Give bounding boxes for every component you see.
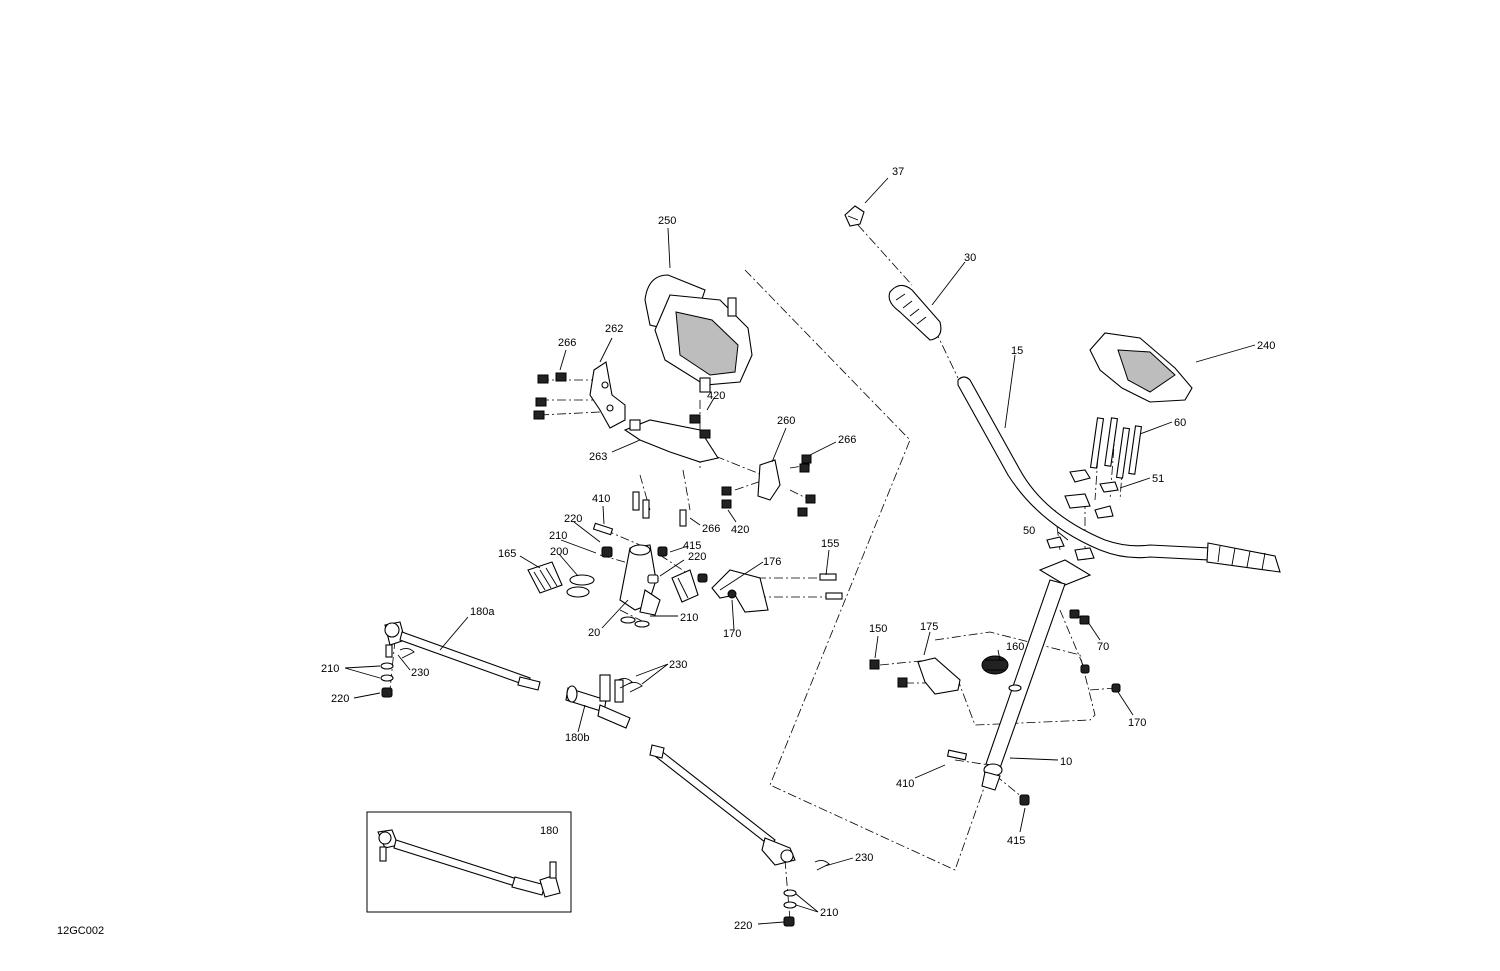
part-column-bracket [869, 657, 961, 695]
callout-30: 30 [964, 252, 976, 264]
callout-230-left: 230 [411, 667, 429, 679]
part-pitman-arm [619, 544, 661, 616]
callout-180: 180 [540, 825, 558, 837]
callout-210-upper: 210 [549, 530, 567, 542]
callout-220-bottom: 220 [734, 920, 752, 932]
callout-150: 150 [869, 623, 887, 635]
callout-420-bottom: 420 [731, 524, 749, 536]
callout-263: 263 [589, 451, 607, 463]
callout-262: 262 [605, 323, 623, 335]
callout-210-middle: 210 [680, 612, 698, 624]
part-cotter-pins [399, 647, 830, 871]
callout-70: 70 [1097, 641, 1109, 653]
callout-labels: 37 30 15 240 60 51 50 70 170 10 410 415 … [57, 166, 1275, 937]
callout-266-right: 266 [838, 434, 856, 446]
callout-220-upper: 220 [564, 513, 582, 525]
callout-176: 176 [763, 556, 781, 568]
assembly-outline-column-bracket [934, 631, 1096, 726]
callout-51: 51 [1152, 473, 1164, 485]
callout-420-top: 420 [707, 390, 725, 402]
part-grip-end-cap [844, 205, 865, 227]
callout-415-right: 415 [1007, 835, 1025, 847]
callout-250: 250 [658, 215, 676, 227]
part-handlebar [957, 376, 1281, 573]
part-tie-rod-180b [565, 674, 797, 927]
callout-180b: 180b [565, 732, 589, 744]
callout-200: 200 [550, 546, 568, 558]
part-bushing-165 [527, 561, 563, 594]
callout-20: 20 [588, 627, 600, 639]
part-bushing-right [671, 569, 699, 603]
callout-10: 10 [1060, 756, 1072, 768]
callout-175: 175 [920, 621, 938, 633]
callout-160: 160 [1006, 641, 1024, 653]
callout-220-left: 220 [331, 693, 349, 705]
part-pitman-hardware [566, 522, 668, 628]
part-motor-bracket-left [589, 361, 626, 429]
callout-50: 50 [1023, 525, 1035, 537]
part-guard-bolts [819, 573, 843, 600]
part-handlebar-grip [888, 284, 942, 341]
part-column-bushing [981, 655, 1022, 692]
callout-410-left: 410 [592, 493, 610, 505]
drawing-id: 12GC002 [57, 925, 104, 937]
part-clamp-halves [1046, 469, 1119, 561]
callout-240: 240 [1257, 340, 1275, 352]
callout-180a: 180a [470, 606, 495, 618]
part-support-260 [757, 459, 781, 501]
leader-lines [344, 177, 1256, 925]
callout-170-right: 170 [1128, 717, 1146, 729]
callout-410-right: 410 [896, 778, 914, 790]
callout-60: 60 [1174, 417, 1186, 429]
callout-230-bottom: 230 [855, 852, 873, 864]
callout-155: 155 [821, 538, 839, 550]
callout-37: 37 [892, 166, 904, 178]
callout-165: 165 [498, 548, 516, 560]
callout-266-left: 266 [558, 337, 576, 349]
callout-210-bottom: 210 [820, 907, 838, 919]
callout-170-left: 170 [723, 628, 741, 640]
part-column-bolt-410 [946, 749, 968, 761]
part-guard-176 [697, 569, 769, 613]
part-motor-bracket-lower [623, 419, 719, 463]
callout-260: 260 [777, 415, 795, 427]
callout-210-left: 210 [321, 663, 339, 675]
part-handlebar-cover [1089, 332, 1193, 403]
callout-415-left: 415 [683, 540, 701, 552]
part-steering-column [981, 559, 1092, 791]
callout-266-center: 266 [702, 523, 720, 535]
part-column-nuts [1019, 609, 1121, 806]
part-motor-bolts [533, 372, 816, 527]
callout-15: 15 [1011, 345, 1023, 357]
part-tie-rod-180a [380, 621, 541, 698]
callout-220-middle: 220 [688, 551, 706, 563]
assembly-outline-steering-unit [744, 269, 986, 871]
part-steering-motor [644, 274, 753, 393]
inset-box-180 [366, 811, 572, 913]
part-upper-clamp-bolts [1089, 417, 1143, 479]
callout-230-middle: 230 [669, 659, 687, 671]
